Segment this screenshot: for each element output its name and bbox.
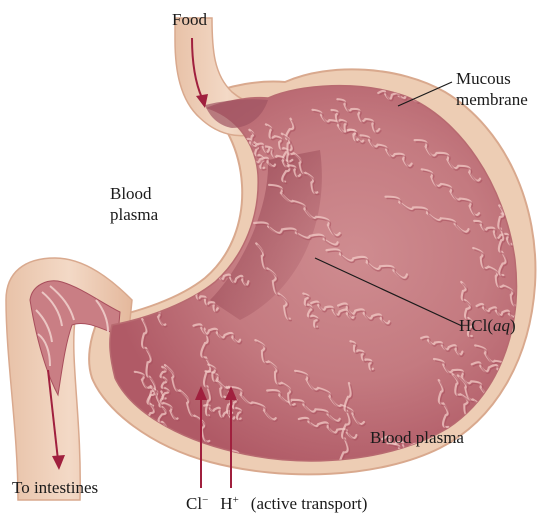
chloride-charge: − (202, 494, 208, 506)
fold-shadow (154, 264, 165, 297)
food-label: Food (172, 9, 207, 30)
mucous-membrane-label: Mucous membrane (456, 68, 528, 110)
active-transport-text: (active transport) (251, 494, 368, 513)
hcl-prefix: HCl( (459, 316, 493, 335)
fold-shadow (503, 395, 511, 439)
blood-plasma-right-label: Blood plasma (370, 427, 464, 448)
fold-shadow (172, 216, 220, 233)
fold-highlight (113, 227, 142, 276)
chloride-symbol: Cl (186, 494, 202, 513)
hydrogen-charge: + (233, 494, 239, 506)
fold-highlight (502, 394, 510, 438)
blood-plasma-left-line2: plasma (110, 204, 158, 225)
to-intestines-label: To intestines (12, 477, 98, 498)
hydrogen-symbol: H (220, 494, 232, 513)
hcl-suffix: ) (510, 316, 516, 335)
fold-highlight (144, 116, 188, 138)
fold-shadow (115, 229, 144, 278)
fold-highlight (152, 262, 163, 295)
hcl-state: aq (493, 316, 510, 335)
mucous-label-line2: membrane (456, 89, 528, 110)
hcl-label: HCl(aq) (459, 315, 516, 336)
fold-highlight (176, 109, 185, 197)
stomach-inner-cavity (110, 86, 517, 461)
mucous-label-line1: Mucous (456, 68, 528, 89)
blood-plasma-left-label: Blood plasma (110, 183, 158, 225)
blood-plasma-left-line1: Blood (110, 183, 158, 204)
fold-shadow (146, 118, 190, 140)
fold-shadow (178, 111, 187, 199)
ion-transport-label: Cl−H+ (active transport) (186, 493, 367, 514)
fold-highlight (170, 214, 218, 231)
